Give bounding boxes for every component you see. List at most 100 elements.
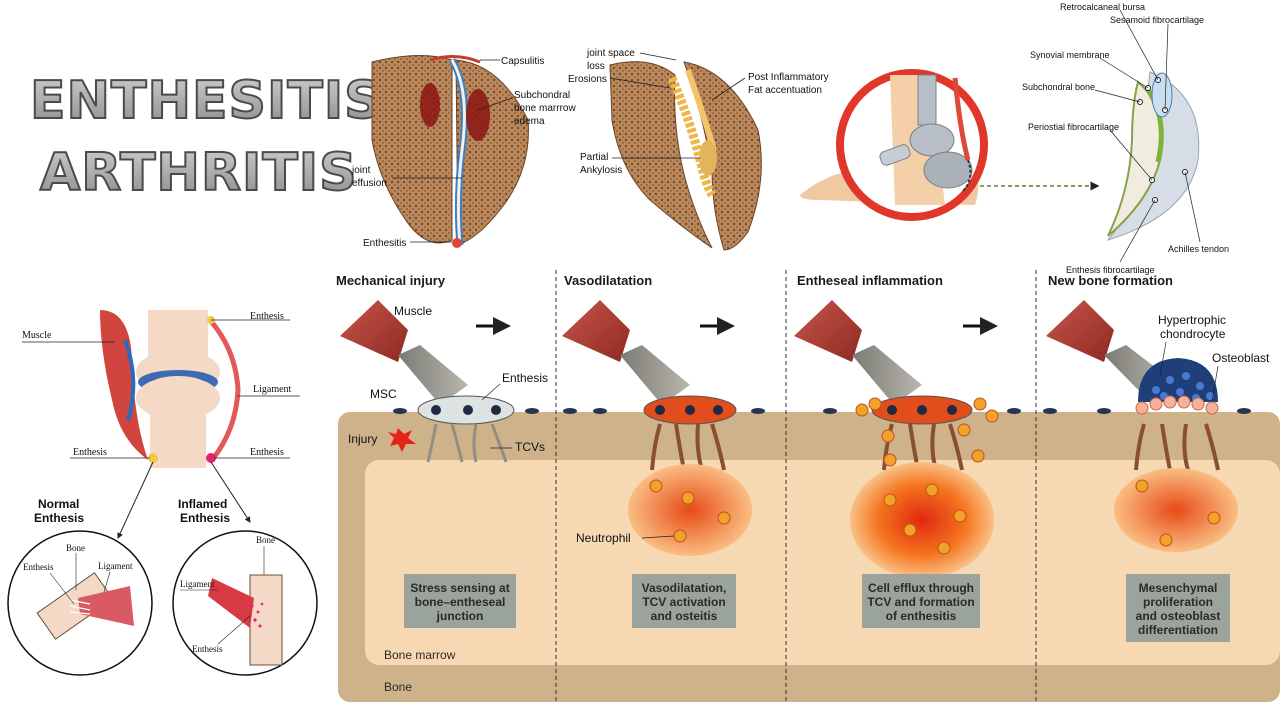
- injury-burst: [388, 428, 416, 452]
- bone-marrow-region: [365, 460, 1280, 665]
- neutrophil-2d: [673, 529, 687, 543]
- leader-retro: [1119, 9, 1159, 81]
- stage-4-text-3: and osteoblast: [1136, 609, 1221, 623]
- label-post-inflammatory: Post Inflammatory: [748, 72, 829, 83]
- enthesitis-spot: [452, 238, 462, 248]
- muscle-4: [1046, 300, 1114, 362]
- osteoblast-row: [1135, 395, 1219, 415]
- normal-leader-ligament: [103, 571, 111, 593]
- label-enthesis-pw: Enthesis: [502, 371, 548, 385]
- label-sesamoid: Sesamoid fibrocartilage: [1110, 15, 1204, 25]
- stage-3-text-1: Cell efflux through: [868, 581, 974, 595]
- label-ligament: Ligament: [253, 384, 292, 395]
- label-muscle-pw: Muscle: [394, 304, 432, 318]
- inflamed-label-bone: Bone: [256, 535, 275, 545]
- tcvs-1: [426, 423, 508, 463]
- normal-heading-2: Enthesis: [34, 511, 84, 525]
- stage-4-text-1: Mesenchymal: [1139, 581, 1218, 595]
- label-erosions: Erosions: [568, 74, 607, 85]
- stage-box-4: [1126, 574, 1230, 642]
- label-enthesis-bl: Enthesis: [73, 447, 107, 458]
- label-effusion: effusion: [352, 178, 387, 189]
- bone-marrow-edema-1: [420, 83, 440, 127]
- normal-leader-enthesis: [49, 572, 75, 605]
- label-injury: Injury: [348, 432, 377, 446]
- normal-label-enthesis: Enthesis: [23, 562, 54, 572]
- tendon-3: [852, 345, 922, 405]
- surface-msc-cells: [393, 408, 1251, 414]
- enthesis-region: [961, 159, 972, 193]
- tcvs-4: [1134, 423, 1220, 471]
- stage-title-4: New bone formation: [1048, 273, 1173, 288]
- muscle-3: [794, 300, 862, 362]
- label-hypertrophic-1: Hypertrophic: [1158, 313, 1226, 327]
- joint-schematic: Muscle Enthesis Ligament Enthesis Enthes…: [22, 310, 300, 539]
- bone-right-half: [455, 59, 529, 246]
- normal-label-bone: Bone: [66, 543, 85, 553]
- enthesis-organ-diagram: Retrocalcaneal bursa Sesamoid fibrocarti…: [1022, 2, 1229, 275]
- stage-box-2: [632, 574, 736, 628]
- partial-ankylosis-bridge: [699, 140, 717, 176]
- inflammation-2: [628, 464, 752, 556]
- msc-cell-2b: [685, 405, 695, 415]
- stage-box-1: [404, 574, 516, 628]
- bone-left-half: [371, 55, 453, 244]
- label-enthesis-tr: Enthesis: [250, 311, 284, 322]
- label-hypertrophic-2: chondrocyte: [1160, 327, 1226, 341]
- normal-fibers: [69, 599, 91, 615]
- talus-bone: [909, 123, 955, 157]
- neutrophil-2a: [649, 479, 663, 493]
- title-line2: ARTHRITIS: [40, 143, 358, 203]
- msc-cell-2c: [713, 405, 723, 415]
- label-osteoblast: Osteoblast: [1212, 351, 1270, 365]
- bone-left: [609, 61, 713, 249]
- stage-3: Cell efflux through TCV and formation of…: [794, 300, 999, 628]
- capsule: [429, 55, 481, 64]
- stage-1: Muscle Enthesis MSC Injury TCVs Stress s…: [340, 300, 548, 628]
- cartilage-line: [450, 59, 466, 246]
- lower-bone: [150, 398, 206, 468]
- joint-section-ankylosis: joint space loss Erosions Post Inflammat…: [568, 48, 829, 251]
- label-muscle: Muscle: [22, 330, 52, 341]
- stage-title-1: Mechanical injury: [336, 273, 446, 288]
- stage-3-text-3: of enthesitis: [886, 609, 957, 623]
- tendon-1: [398, 345, 468, 405]
- inflammation-3: [850, 462, 994, 578]
- title: ENTHESITIS ARTHRITIS: [29, 70, 383, 204]
- msc-cell-1a: [431, 405, 441, 415]
- label-neutrophil: Neutrophil: [576, 531, 631, 545]
- normal-enthesis-panel: Normal Enthesis Bone Enthesis Ligament: [7, 497, 153, 676]
- label-periostial: Periostial fibrocartilage: [1028, 122, 1119, 132]
- stage-4: Hypertrophic chondrocyte Osteoblast Mese…: [1046, 300, 1270, 642]
- label-partial: Partial: [580, 152, 608, 163]
- synovium-left: [123, 339, 136, 421]
- stage-3-text-2: TCV and formation: [867, 595, 974, 609]
- muscle-shape: [100, 310, 148, 460]
- tendon-2: [620, 345, 690, 405]
- muscle-2: [562, 300, 630, 362]
- enthesis-point-br: [206, 453, 216, 463]
- leader-subchondral-bone: [1094, 89, 1141, 103]
- leader-erosions: [609, 77, 671, 89]
- inflamed-label-enthesis: Enthesis: [192, 644, 223, 654]
- label-fat-accentuation: Fat accentuation: [748, 85, 822, 96]
- neutrophil-2b: [681, 491, 695, 505]
- stage-2: Neutrophil Vasodilatation, TCV activatio…: [562, 300, 752, 628]
- label-retrocalcaneal: Retrocalcaneal bursa: [1060, 2, 1145, 12]
- label-subchondral-bone: Subchondral bone: [1022, 82, 1095, 92]
- leader-enthesis-fibro: [1119, 199, 1156, 263]
- leader-hypertrophic: [1159, 341, 1167, 377]
- achilles-tendon: [952, 77, 971, 161]
- bone-marrow-edema-2: [466, 89, 490, 141]
- leader-joint-space: [639, 52, 677, 61]
- neutrophils-4: [1135, 479, 1221, 547]
- inflamed-label-ligament: Ligament: [180, 579, 215, 589]
- inflamed-heading-1: Inflamed: [178, 497, 227, 511]
- fibrocartilage-band: [1145, 88, 1164, 163]
- label-bone-marrow: Bone marrow: [384, 648, 456, 662]
- inflamed-enthesis-panel: Inflamed Enthesis Bone Ligament Enthesis: [172, 497, 318, 676]
- stage-2-text-3: and osteitis: [651, 609, 718, 623]
- label-subchondral-1: Subchondral: [514, 90, 570, 101]
- leader-periostial: [1109, 129, 1153, 181]
